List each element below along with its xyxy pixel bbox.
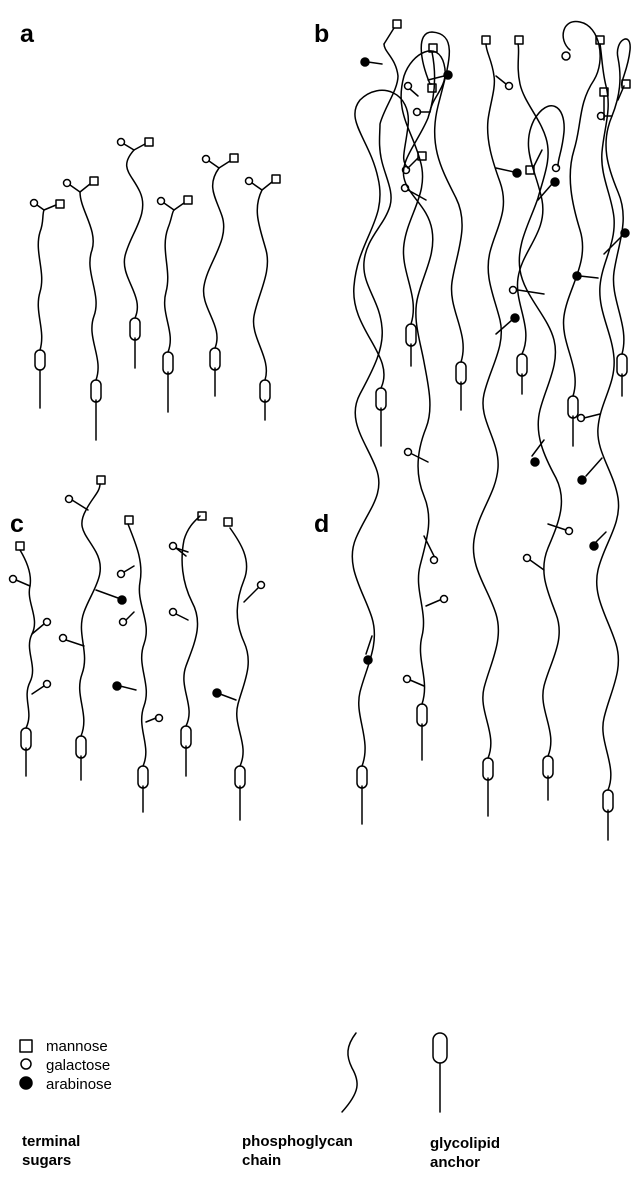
mannose-symbol [19, 1039, 33, 1053]
lpg-molecule [58, 475, 127, 781]
lpg-molecule [516, 105, 565, 395]
lpg-molecule [201, 153, 239, 397]
lpg-molecule [212, 517, 266, 821]
panel-c-molecules [8, 475, 266, 821]
panel-label-d: d [314, 510, 330, 538]
lpg-molecule [572, 35, 630, 841]
panel-b-molecules [353, 20, 631, 447]
lpg-molecule [351, 19, 402, 825]
legend-mannose: mannose [46, 1038, 108, 1055]
glycolipid-anchor-symbol [432, 1032, 448, 1113]
caption-terminal-sugars: terminal sugars [22, 1133, 81, 1169]
lpg-molecule [244, 174, 281, 421]
caption-phosphoglycan-chain: phosphoglycan chain [242, 1133, 353, 1169]
caption-glycolipid-anchor: glycolipid anchor [430, 1135, 501, 1171]
lpg-molecule [116, 137, 154, 369]
panel-label-b: b [314, 20, 330, 48]
lpg-molecule [168, 511, 207, 777]
panel-label-a: a [20, 20, 34, 48]
lpg-molecule [400, 43, 453, 761]
lpg-molecule [62, 176, 102, 441]
lpg-molecule [561, 20, 601, 447]
legend-symbols [19, 1032, 448, 1113]
galactose-symbol [20, 1058, 32, 1070]
phosphoglycan-chain-symbol [341, 1032, 358, 1113]
lpg-molecule [8, 541, 52, 777]
legend-galactose: galactose [46, 1057, 111, 1074]
lpg-molecule [472, 35, 522, 817]
lpg-molecule [156, 195, 193, 413]
panel-a-molecules [29, 137, 281, 441]
lpg-molecule [420, 31, 467, 411]
legend-arabinose: arabinose [46, 1076, 112, 1093]
lpg-molecule [508, 35, 574, 801]
lpg-molecule [400, 50, 446, 367]
lpg-molecule [112, 515, 164, 813]
panel-d-molecules [351, 19, 630, 841]
arabinose-symbol [19, 1076, 33, 1090]
panel-label-c: c [10, 510, 24, 538]
lpg-molecule [29, 198, 65, 409]
